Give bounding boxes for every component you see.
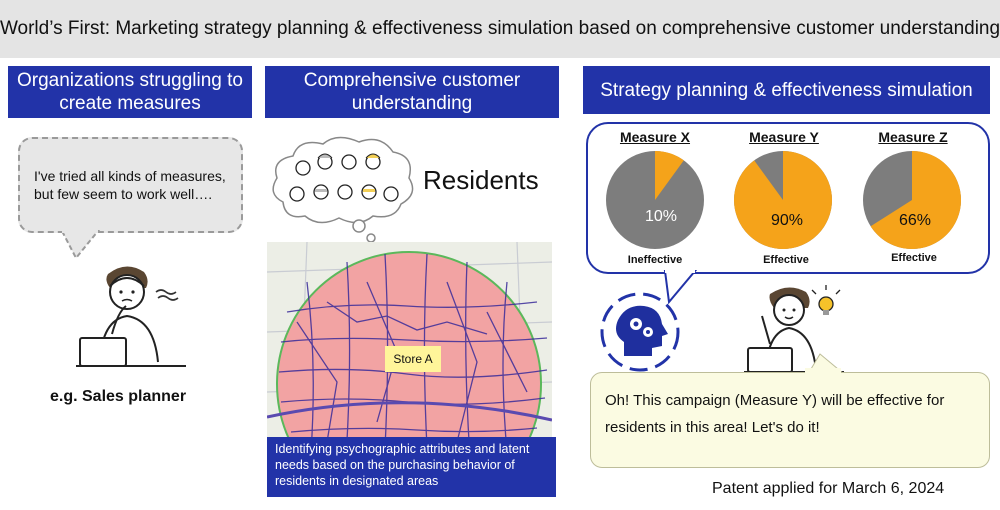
measure-y-percent: 90% xyxy=(770,212,804,229)
header-organizations: Organizations struggling to create measu… xyxy=(8,66,252,118)
measure-x-title: Measure X xyxy=(619,129,691,145)
measure-y-title: Measure Y xyxy=(749,129,819,145)
simulation-frame-tail xyxy=(663,270,698,304)
measure-z-percent: 66% xyxy=(898,212,932,229)
speech-bubble-quote: I've tried all kinds of measures, but fe… xyxy=(18,137,243,233)
planner-idea-illustration xyxy=(744,285,844,373)
map-caption: Identifying psychographic attributes and… xyxy=(267,437,556,497)
header-strategy-simulation: Strategy planning & effectiveness simula… xyxy=(583,66,990,114)
bubble-tail-join xyxy=(805,368,841,376)
measure-z-title: Measure Z xyxy=(878,129,948,145)
pie-charts xyxy=(606,151,961,249)
header-customer-understanding: Comprehensive customer understanding xyxy=(265,66,559,118)
sales-planner-illustration xyxy=(76,266,186,367)
quote-text: I've tried all kinds of measures, but fe… xyxy=(34,168,226,202)
measure-z-pie-slice xyxy=(870,151,961,249)
ai-brain-icon xyxy=(600,292,680,372)
measure-y-pie-slice xyxy=(734,151,832,249)
measure-y-label: Effective xyxy=(763,254,809,266)
patent-note: Patent applied for March 6, 2024 xyxy=(712,480,945,497)
thought-cloud-residents xyxy=(272,136,414,243)
exclamation-bubble: Oh! This campaign (Measure Y) will be ef… xyxy=(590,372,990,468)
measure-x-label: Ineffective xyxy=(627,254,683,266)
measure-x-percent: 10% xyxy=(644,208,678,225)
speech-bubble-tail xyxy=(60,230,100,260)
page-title: World’s First: Marketing strategy planni… xyxy=(0,0,1000,58)
residents-label: Residents xyxy=(423,165,539,195)
store-a-label[interactable]: Store A xyxy=(385,346,441,372)
measure-x-pie-slice xyxy=(655,151,684,200)
exclamation-text: Oh! This campaign (Measure Y) will be ef… xyxy=(605,392,945,436)
measure-z-label: Effective xyxy=(891,252,937,264)
sales-planner-caption: e.g. Sales planner xyxy=(50,388,187,405)
